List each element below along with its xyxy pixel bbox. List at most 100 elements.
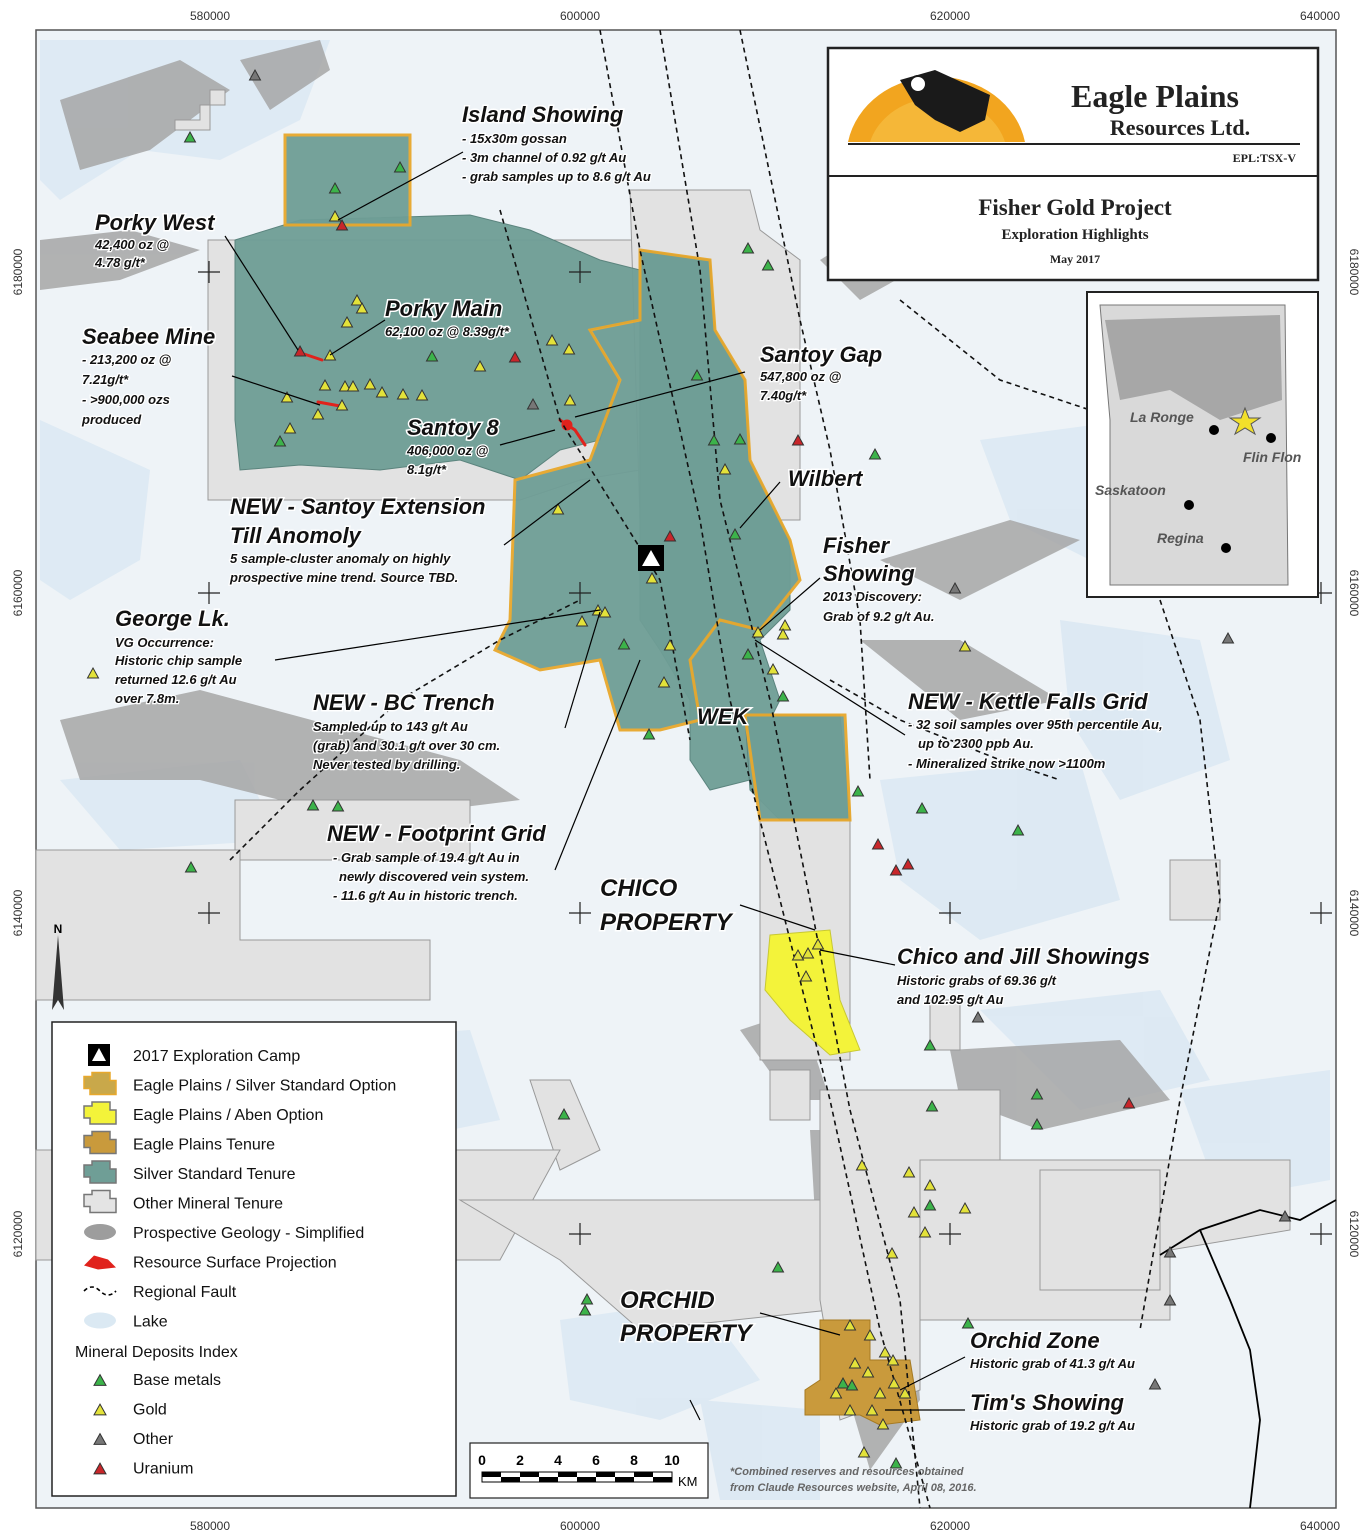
inset-map: La Ronge Flin Flon Saskatoon Regina — [1086, 291, 1319, 598]
legend-item-option-ss: Eagle Plains / Silver Standard Option — [83, 1071, 396, 1096]
inset-town-flin-flon: Flin Flon — [1243, 449, 1301, 465]
svg-text:prospective mine trend. Source: prospective mine trend. Source TBD. — [229, 570, 458, 585]
base-metal-marker-icon — [617, 638, 631, 650]
base-metal-marker-icon — [1030, 1088, 1044, 1100]
porky-west-label: Porky West 42,400 oz @ 4.78 g/t* — [93, 209, 218, 272]
gold-marker-icon — [657, 676, 671, 688]
base-metal-marker-icon — [578, 1304, 592, 1316]
seabee-mine-label: Seabee Mine - 213,200 oz @ 7.21g/t* - >9… — [80, 323, 217, 429]
gold-marker-icon — [350, 294, 364, 306]
base-metal-marker-icon — [580, 1293, 594, 1305]
legend-deposit-other: Other — [93, 1431, 174, 1448]
george-lk-label: George Lk. VG Occurrence: Historic chip … — [114, 605, 244, 708]
gold-marker-icon — [791, 949, 805, 961]
gold-marker-icon — [335, 399, 349, 411]
easting-top-2: 600000 — [560, 9, 600, 23]
northing-left-2: 6160000 — [11, 569, 25, 616]
svg-text:N: N — [54, 922, 63, 936]
base-metal-marker-icon — [707, 434, 721, 446]
leader-lines — [224, 151, 966, 1421]
gold-marker-icon — [280, 391, 294, 403]
legend-deposit-label: Uranium — [133, 1461, 193, 1478]
fisher-showing-label: Fisher Showing 2013 Discovery: Grab of 9… — [821, 532, 936, 626]
svg-text:ORCHID: ORCHID — [620, 1287, 715, 1314]
ep-tenure-swatch — [83, 1130, 117, 1155]
company-name-line1: Eagle Plains — [1071, 78, 1239, 114]
base-metal-marker-icon — [845, 1379, 859, 1391]
svg-text:Seabee Mine: Seabee Mine — [82, 324, 215, 349]
base-metal-marker-icon — [690, 369, 704, 381]
svg-text:- Grab sample of 19.4 g/t Au i: - Grab sample of 19.4 g/t Au in — [333, 850, 520, 865]
legend-deposit-label: Base metals — [133, 1372, 221, 1389]
base-metal-marker-icon — [331, 800, 345, 812]
company-name-line2: Resources Ltd. — [1110, 115, 1250, 140]
gold-marker-icon — [801, 947, 815, 959]
exploration-camp-icon[interactable] — [638, 545, 664, 571]
other-marker-icon — [1221, 632, 1235, 644]
ticker: EPL:TSX-V — [1233, 151, 1297, 165]
svg-text:up to 2300 ppb Au.: up to 2300 ppb Au. — [918, 736, 1034, 751]
gold-marker-icon — [311, 408, 325, 420]
island-showing-label: Island Showing - 15x30m gossan - 3m chan… — [461, 101, 653, 186]
svg-text:- grab samples up to 8.6 g/t A: - grab samples up to 8.6 g/t Au — [462, 169, 651, 184]
svg-text:- Mineralized strike now >1100: - Mineralized strike now >1100m — [908, 756, 1106, 771]
svg-text:over 7.8m.: over 7.8m. — [115, 691, 179, 706]
svg-text:Historic grab of 19.2 g/t Au: Historic grab of 19.2 g/t Au — [970, 1418, 1135, 1433]
svg-text:Chico and Jill Showings: Chico and Jill Showings — [897, 944, 1150, 969]
legend-item-fault: Regional Fault — [83, 1284, 237, 1301]
base-metal-marker-icon — [1011, 824, 1025, 836]
base-metal-marker-icon — [741, 648, 755, 660]
legend-label: Lake — [133, 1314, 168, 1331]
svg-text:- 15x30m gossan: - 15x30m gossan — [462, 131, 567, 146]
gold-marker-icon — [873, 1387, 887, 1399]
base-metal-marker-icon — [741, 242, 755, 254]
gold-marker-icon — [958, 640, 972, 652]
gold-marker-icon — [776, 628, 790, 640]
base-metal-marker-icon — [923, 1039, 937, 1051]
resource-swatch — [84, 1255, 116, 1270]
footprint-grid-label: NEW - Footprint Grid - Grab sample of 19… — [326, 820, 548, 905]
easting-bottom-4: 640000 — [1300, 1519, 1340, 1533]
gold-marker-icon — [551, 503, 565, 515]
base-metal-marker-icon — [776, 690, 790, 702]
wilbert-label: Wilbert — [787, 465, 866, 493]
northing-left-3: 6140000 — [11, 889, 25, 936]
orchid-property-label: ORCHID PROPERTY — [619, 1286, 756, 1349]
gold-marker-icon — [958, 1202, 972, 1214]
gold-marker-icon — [645, 572, 659, 584]
svg-text:Sampled up to 143 g/t Au: Sampled up to 143 g/t Au — [313, 719, 468, 734]
scale-unit: KM — [678, 1474, 698, 1489]
northing-right-2: 6160000 — [1347, 570, 1361, 617]
uranium-marker-icon — [1122, 1097, 1136, 1109]
svg-text:5 sample-cluster anomaly on hi: 5 sample-cluster anomaly on highly — [230, 551, 451, 566]
svg-text:NEW - Footprint Grid: NEW - Footprint Grid — [327, 821, 546, 846]
chico-property-label: CHICO PROPERTY — [599, 874, 736, 938]
legend-item-option-aben: Eagle Plains / Aben Option — [83, 1101, 323, 1125]
legend-item-geology: Prospective Geology - Simplified — [84, 1224, 364, 1242]
svg-text:42,400 oz @: 42,400 oz @ — [94, 237, 169, 252]
uranium-marker-icon — [871, 838, 885, 850]
svg-text:- 32 soil samples over 95th pe: - 32 soil samples over 95th percentile A… — [908, 717, 1163, 732]
base-metal-marker-icon — [425, 350, 439, 362]
uranium-marker-icon — [663, 530, 677, 542]
other-marker-icon — [1163, 1246, 1177, 1258]
svg-text:4.78 g/t*: 4.78 g/t* — [94, 255, 146, 270]
other-marker-icon — [971, 1011, 985, 1023]
svg-text:- >900,000 ozs: - >900,000 ozs — [82, 392, 170, 407]
svg-text:Historic grabs of 69.36 g/t: Historic grabs of 69.36 g/t — [897, 973, 1057, 988]
orchid-zone-label: Orchid Zone Historic grab of 41.3 g/t Au — [969, 1327, 1137, 1373]
svg-text:Showing: Showing — [823, 561, 915, 586]
legend-deposit-uranium: Uranium — [93, 1461, 193, 1478]
base-metal-marker-icon — [961, 1317, 975, 1329]
bc-trench-label: NEW - BC Trench Sampled up to 143 g/t Au… — [312, 689, 502, 774]
legend-deposit-triangle-icon — [93, 1432, 107, 1445]
gold-marker-icon — [865, 1404, 879, 1416]
svg-text:Santoy 8: Santoy 8 — [407, 415, 499, 440]
gold-marker-icon — [855, 1159, 869, 1171]
gold-marker-icon — [396, 388, 410, 400]
legend-label: Silver Standard Tenure — [133, 1166, 296, 1183]
gold-marker-icon — [86, 667, 100, 679]
gold-marker-icon — [898, 1387, 912, 1399]
svg-text:*Combined reserves and resourc: *Combined reserves and resources obtaine… — [730, 1466, 964, 1478]
